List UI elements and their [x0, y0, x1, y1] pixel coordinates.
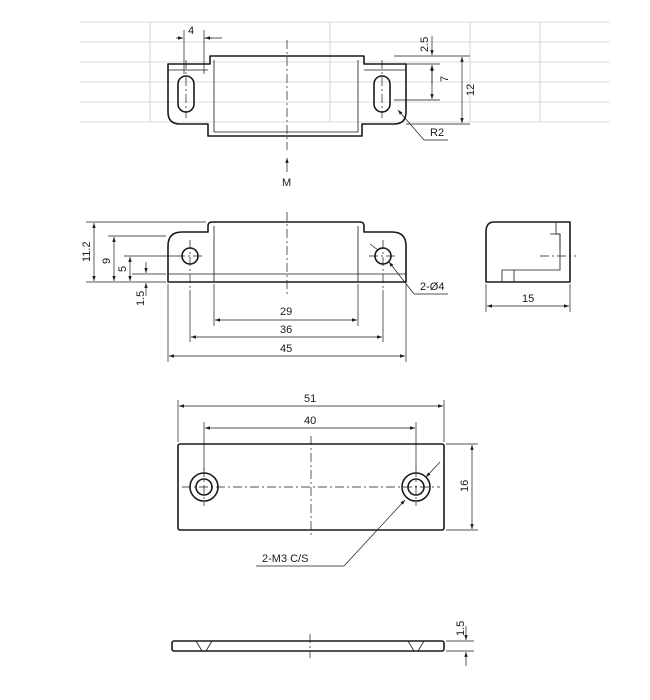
dim-top-offset: 2.5 — [419, 37, 431, 52]
hole-callout: 2-Ø4 — [420, 281, 444, 293]
dim-flange-thickness: 1.5 — [135, 291, 147, 306]
dim-depth: 15 — [522, 293, 534, 305]
dim-plate-thickness: 1.5 — [455, 621, 467, 636]
plate-edge-outline — [171, 640, 445, 652]
dim-inner-width: 29 — [280, 306, 292, 318]
side-view-outline — [485, 221, 571, 283]
plate-edge-view: 1.5 — [171, 621, 474, 666]
side-view: 15 — [485, 221, 576, 312]
background-ghost-table — [80, 21, 610, 123]
dim-hole-pitch: 36 — [280, 324, 292, 336]
direction-label: M — [282, 177, 291, 189]
dim-slot-width: 4 — [188, 25, 194, 37]
plate-hole-callout: 2-M3 C/S — [262, 553, 308, 565]
dim-plate-width: 16 — [459, 480, 471, 492]
dim-hole-center: 5 — [117, 266, 129, 272]
plate-right-hole-inner — [407, 478, 425, 496]
dim-plate-hole-pitch: 40 — [304, 415, 316, 427]
top-view-inner-body — [213, 60, 359, 133]
front-view: 11.2 9 5 1.5 29 36 45 2-Ø4 — [81, 212, 448, 362]
dim-total-height: 11.2 — [81, 241, 93, 262]
top-view-outline — [167, 55, 407, 137]
plate-left-hole-inner — [195, 478, 213, 496]
dim-height: 12 — [465, 84, 477, 96]
dim-plate-length: 51 — [304, 393, 316, 405]
dim-overall-width: 45 — [280, 343, 292, 355]
plate-view: 51 40 16 2-M3 C/S — [177, 393, 478, 567]
front-view-outline — [167, 221, 407, 283]
radius-label: R2 — [430, 127, 444, 139]
dim-slot-length: 7 — [439, 76, 451, 82]
dim-body-height: 9 — [101, 258, 113, 264]
top-view: 4 2.5 7 12 R2 M — [167, 25, 477, 189]
